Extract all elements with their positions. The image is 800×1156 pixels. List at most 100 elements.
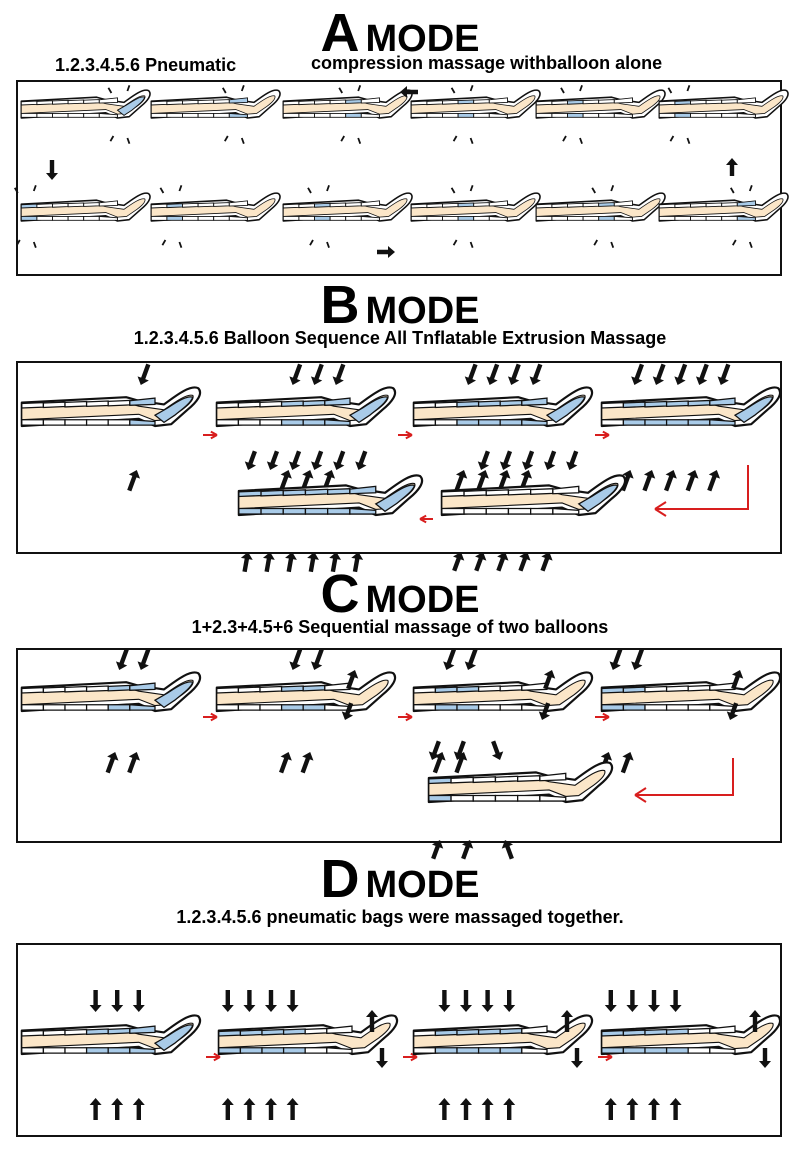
mode-a-leg-bottom: [410, 192, 541, 222]
burst-tick: [579, 137, 583, 144]
pressure-arrow-shape: [266, 450, 280, 470]
pressure-arrow: [474, 552, 487, 572]
pressure-arrow-shape: [341, 702, 354, 720]
balloon-bottom-segment: [20, 112, 38, 118]
balloon-top-segment: [298, 100, 315, 106]
balloon-bottom-segment: [690, 112, 707, 118]
mode-a-leg-bottom: [20, 192, 151, 222]
balloon-bottom-segment: [598, 112, 615, 118]
mode-a-leg-top: [282, 89, 413, 119]
balloon-top-segment: [721, 202, 738, 207]
mode-b-step-arrow: [203, 430, 218, 440]
balloon-bottom-segment: [410, 215, 428, 221]
burst-tick: [579, 85, 583, 92]
mode-d-press-arrow: [626, 1098, 639, 1120]
flow-arrow-head: [210, 430, 218, 440]
pressure-arrow-shape: [609, 648, 623, 670]
balloon-bottom-segment: [434, 704, 458, 711]
burst-tick: [338, 87, 343, 94]
balloon-bottom-segment: [83, 112, 100, 118]
pressure-arrow-shape: [351, 552, 364, 573]
balloon-bottom-segment: [426, 112, 443, 118]
balloon-top-segment: [463, 489, 487, 497]
balloon-top-segment: [36, 203, 53, 209]
mode-c-leg: [600, 671, 782, 713]
pressure-arrow: [329, 552, 342, 573]
balloon-bottom-segment: [674, 215, 691, 221]
balloon-bottom-segment: [282, 507, 307, 515]
leg-skin: [218, 1022, 391, 1050]
balloon-bottom-segment: [282, 112, 300, 118]
burst-tick: [452, 239, 458, 246]
balloon-top-segment: [709, 1025, 736, 1034]
pressure-arrow-shape: [503, 1098, 516, 1120]
balloon-top-segment: [42, 686, 66, 694]
mode-d-release-arrow: [759, 1048, 771, 1068]
balloon-bottom-segment: [488, 215, 508, 221]
pressure-arrow: [544, 450, 557, 470]
pressure-arrow: [521, 450, 535, 470]
balloon-bottom-segment: [535, 112, 553, 118]
balloon-bottom-segment: [665, 704, 689, 711]
pressure-arrow-shape: [669, 1098, 682, 1120]
balloon-bottom-segment: [665, 1047, 689, 1054]
balloon-bottom-segment: [613, 215, 633, 221]
pressure-arrow-shape: [507, 363, 521, 385]
burst-tick: [222, 87, 227, 94]
balloon-bottom-segment: [601, 1047, 625, 1054]
balloon-top-segment: [426, 100, 443, 106]
mode-b-letter: B: [320, 275, 360, 335]
balloon-bottom-segment: [535, 215, 553, 221]
mode-c-press-arrow: [105, 752, 119, 774]
balloon-bottom-segment: [282, 215, 300, 221]
pressure-arrow-shape: [221, 1098, 234, 1120]
balloon-top-segment: [665, 1028, 689, 1036]
balloon-top-segment: [477, 1028, 501, 1036]
balloon-bottom-segment: [324, 419, 351, 426]
balloon-top-segment: [736, 97, 756, 104]
leg-skin: [150, 95, 276, 115]
balloon-bottom-segment: [551, 112, 568, 118]
balloon-bottom-segment: [228, 112, 248, 118]
balloon-bottom-segment: [441, 507, 465, 515]
pressure-arrow-shape: [474, 552, 487, 572]
balloon-top-segment: [494, 775, 519, 783]
balloon-bottom-segment: [705, 112, 723, 118]
balloon-bottom-segment: [182, 112, 199, 118]
balloon-top-segment: [302, 684, 326, 692]
burst-tick: [326, 241, 330, 248]
pressure-arrow-shape: [491, 740, 504, 760]
mode-d-press-arrow: [265, 990, 277, 1012]
mode-b-panel: [16, 361, 782, 554]
balloon-top-segment: [521, 1025, 548, 1034]
leg-skin: [535, 198, 661, 218]
mode-b-step-arrow: [398, 430, 413, 440]
balloon-top-segment: [665, 400, 689, 408]
burst-tick: [686, 85, 691, 92]
mode-d-press-arrow: [460, 1098, 472, 1120]
balloon-top-segment: [582, 202, 600, 208]
balloon-bottom-segment: [622, 1047, 646, 1054]
pressure-arrow-shape: [452, 552, 465, 572]
balloon-top-segment: [107, 684, 131, 692]
mode-c-press-arrow: [300, 752, 314, 774]
mode-d-press-arrow: [648, 990, 660, 1012]
balloon-top-segment: [521, 397, 548, 406]
burst-tick: [178, 241, 183, 248]
pressure-arrow-shape: [544, 450, 557, 470]
balloon-top-segment: [535, 203, 553, 209]
balloon-bottom-segment: [85, 419, 109, 426]
pressure-arrow: [311, 450, 324, 470]
burst-tick: [107, 87, 113, 94]
mode-d-word: MODE: [365, 864, 480, 906]
balloon-bottom-segment: [456, 419, 480, 426]
balloon-top-segment: [473, 202, 490, 207]
mode-c-release-arrow: [543, 670, 556, 690]
mode-b-press-arrow: [664, 470, 677, 492]
pressure-arrow-shape: [759, 1048, 771, 1068]
burst-tick: [109, 135, 115, 142]
balloon-bottom-segment: [582, 112, 600, 118]
pressure-arrow-shape: [443, 648, 456, 670]
pressure-arrow-shape: [311, 450, 324, 470]
